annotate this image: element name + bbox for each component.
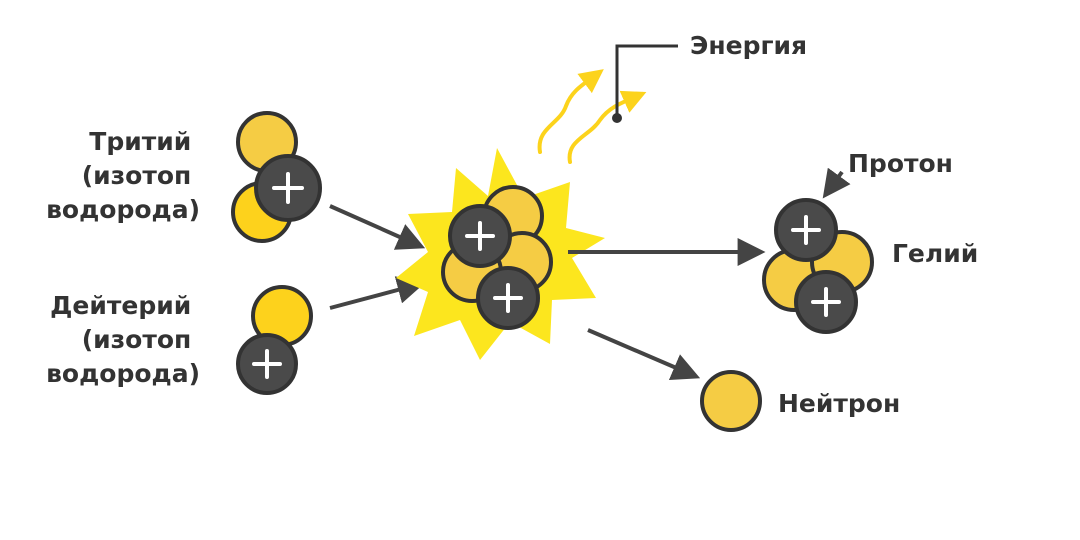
deuterium-arrow: [329, 276, 426, 310]
helium-nucleus: [762, 198, 874, 334]
neutron-label: Нейтрон: [778, 389, 900, 418]
neutron-arrow: [587, 328, 701, 381]
tritium-label: Тритий (изотоп водорода): [46, 127, 200, 224]
energy-leader-dot: [612, 113, 622, 123]
energy-label: Энергия: [690, 31, 807, 60]
plus-icon: [465, 221, 495, 251]
deuterium-label: Дейтерий (изотоп водорода): [46, 291, 200, 388]
helium-proton-1: [774, 198, 838, 262]
energy-wave-2: [567, 90, 647, 164]
plus-icon: [252, 349, 282, 379]
free-neutron: [700, 370, 762, 432]
helium-proton-2: [794, 270, 858, 334]
tritium-proton: [254, 154, 322, 222]
proton-label: Протон: [848, 149, 953, 178]
plus-icon: [791, 215, 821, 245]
plus-icon: [811, 287, 841, 317]
tritium-arrow: [329, 204, 426, 250]
helium-label: Гелий: [892, 239, 978, 268]
plus-icon: [272, 172, 304, 204]
energy-wave-1: [537, 69, 604, 154]
cluster-proton-2: [476, 266, 540, 330]
deuterium-proton: [236, 333, 298, 395]
proton-pointer-arrow: [822, 167, 851, 199]
tritium-nucleus: [231, 111, 322, 243]
energy-leader-line: [615, 44, 678, 118]
fusion-cluster: [441, 185, 553, 330]
cluster-proton-1: [448, 204, 512, 268]
deuterium-nucleus: [236, 285, 313, 395]
plus-icon: [493, 283, 523, 313]
